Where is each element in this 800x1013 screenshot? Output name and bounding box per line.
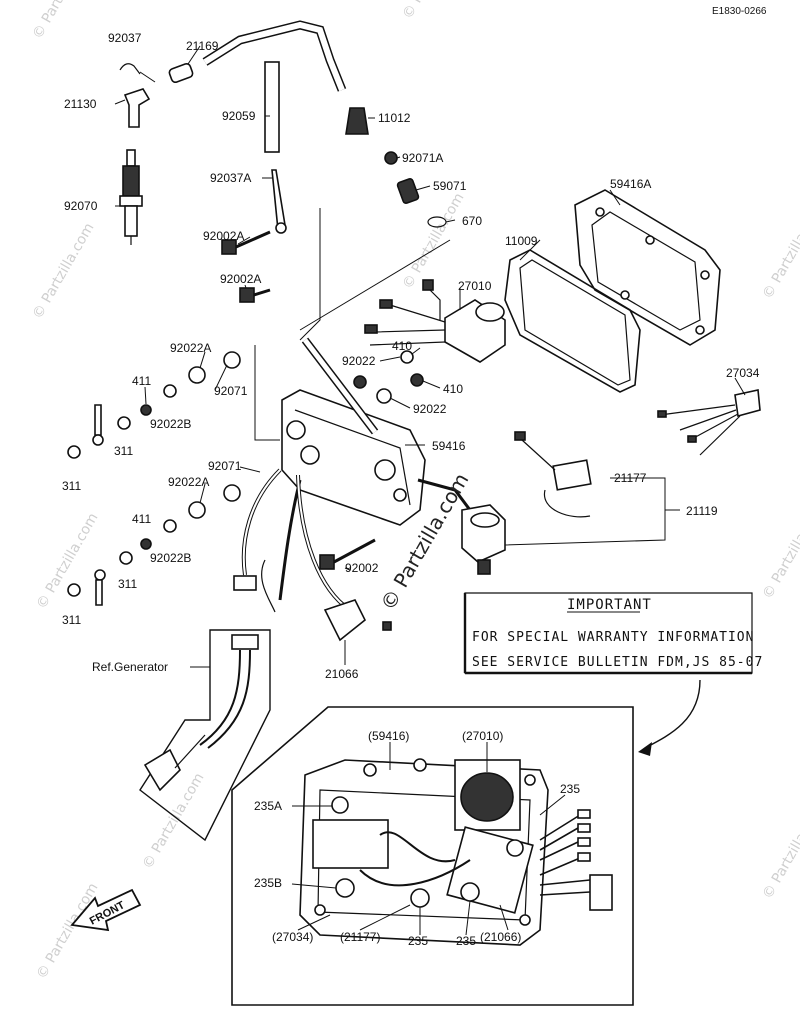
connector-27034 [657,389,761,456]
callout-11009: 11009 [505,234,538,248]
connector-21177 [514,431,592,518]
important-notice: IMPORTANT FOR SPECIAL WARRANTY INFORMATI… [463,592,763,756]
callout-92002A: 92002A [203,229,244,243]
callout-59071: 59071 [433,179,467,193]
watermark: © Partzilla.com [34,880,102,982]
notice-line2: SEE SERVICE BULLETIN FDM,JS 85-07 [472,655,763,670]
plug-cap-21130 [123,88,151,128]
callout-21130: 21130 [64,97,97,111]
cap-92071A [384,151,398,165]
callout-92071: 92071 [214,384,248,398]
callout-21066: 21066 [325,667,359,681]
inset-callout-235A: 235A [254,799,282,813]
gasket-11009 [504,249,641,393]
callout-27010: 27010 [458,279,492,293]
diagram-code: E1830-0266 [712,6,767,17]
bracket-92037A [271,169,286,232]
callout-410: 410 [443,382,463,396]
wiring-harness [233,468,392,642]
notice-heading: IMPORTANT [567,597,652,613]
callout-92022B: 92022B [150,417,191,431]
callout-410: 410 [392,339,412,353]
center-small-parts [384,151,447,228]
callout-11012: 11012 [378,111,411,125]
callout-21169: 21169 [186,39,219,53]
callout-92071: 92071 [208,459,242,473]
callout-21119: 21119 [686,504,718,518]
callout-92022: 92022 [342,354,376,368]
grommet-11012 [345,107,369,135]
callout-311: 311 [62,613,81,627]
callout-21177: 21177 [614,471,647,485]
callout-92071A: 92071A [402,151,443,165]
watermark: © Partzilla.com [760,500,800,602]
callout-92022A: 92022A [168,475,209,489]
callout-311: 311 [114,444,133,458]
inset-callout-235: 235 [560,782,580,796]
watermark: © Partzilla.com [30,0,98,42]
connector-21169 [168,62,194,84]
front-arrow-icon [70,888,142,932]
left-small-parts [67,351,241,606]
callout-27034: 27034 [726,366,760,380]
cover-59416A [574,189,721,346]
clip-92037 [119,63,141,75]
callout-59416A: 59416A [610,177,651,191]
ref-generator-label: Ref.Generator [92,660,168,674]
inset-callout-21177: (21177) [340,930,380,944]
leader-lines [114,45,746,668]
callout-92022A: 92022A [170,341,211,355]
callout-92022: 92022 [413,402,447,416]
watermark: © Partzilla.com [760,800,800,902]
callout-92022B: 92022B [150,551,191,565]
ref-generator-group [139,629,271,842]
sensor-21066 [323,599,367,642]
callout-411: 411 [132,374,151,388]
callout-311: 311 [62,479,81,493]
inset-callout-59416: (59416) [368,729,409,743]
arrow-icon [638,742,652,756]
callout-92059: 92059 [222,109,256,123]
ht-lead-group [202,20,369,153]
spark-plug-group [119,62,194,245]
watermark: © Partzilla.com [30,220,98,322]
bolts-92002A [221,230,271,303]
watermark: © Partzilla.com [34,510,102,612]
callout-92037: 92037 [108,31,142,45]
callout-92070: 92070 [64,199,98,213]
housing-59416 [281,337,506,575]
watermark: © Partzilla.com [400,190,468,292]
inset-callout-235: 235 [456,934,476,948]
callout-92002: 92002 [345,561,379,575]
callout-92037A: 92037A [210,171,251,185]
watermark: © Partzilla.com [760,200,800,302]
tube-92059 [264,61,280,153]
watermark: © Partzilla.com [140,770,208,872]
callout-411: 411 [132,512,151,526]
callout-92002A: 92002A [220,272,261,286]
callout-59416: 59416 [432,439,466,453]
callout-670: 670 [462,214,482,228]
callout-labels: 92037 21169 21130 92059 11012 92071A 590… [62,31,760,681]
unit-27010 [364,279,506,363]
inset-callout-27034: (27034) [272,930,313,944]
switch-59071 [396,177,420,205]
notice-line1: FOR SPECIAL WARRANTY INFORMATION [472,630,754,645]
inset-callout-235B: 235B [254,876,282,890]
inset-callout-27010: (27010) [462,729,503,743]
watermark: © Partzilla.com [400,0,468,22]
inset-callout-235: 235 [408,934,428,948]
spark-plug-92070 [126,149,136,167]
inset-callout-21066: (21066) [480,930,521,944]
callout-311: 311 [118,577,137,591]
inset-detail: (59416) (27010) 235A 235 235B (27034) (2… [231,706,634,1006]
